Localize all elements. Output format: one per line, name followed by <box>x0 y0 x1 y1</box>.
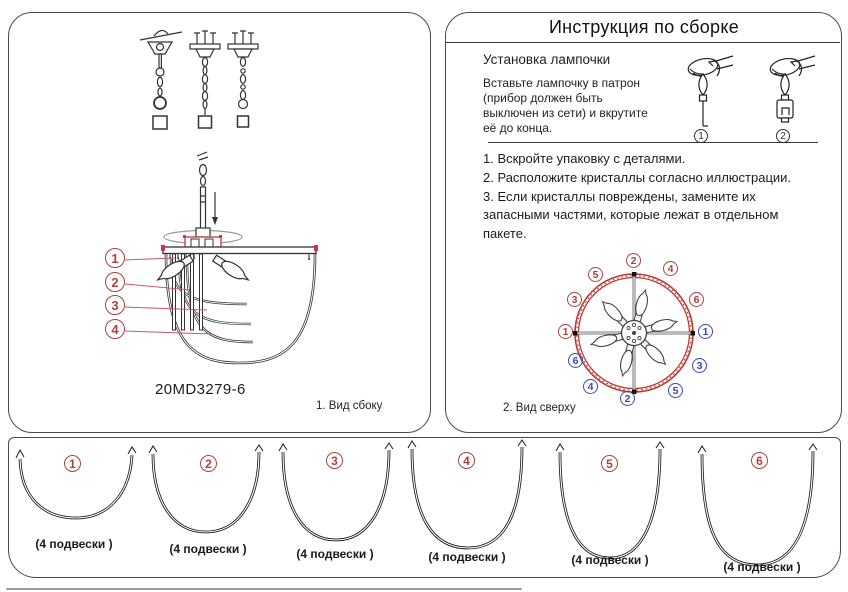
ring-number: 6 <box>689 292 704 307</box>
pendant-hook-5 <box>555 441 665 560</box>
scan-artifact-line <box>6 588 522 590</box>
ring-number: 2 <box>626 253 641 268</box>
bulb-icon <box>156 254 195 281</box>
side-view-caption: 1. Вид сбоку <box>316 400 383 412</box>
pendant-hook-3 <box>278 442 394 542</box>
ring-number: 1 <box>698 324 713 339</box>
bulb-section-body: Вставьте лампочку в патрон (прибор долже… <box>483 76 648 135</box>
step-3: 3. Если кристаллы повреждены, замените и… <box>483 188 779 242</box>
ring-number: 5 <box>588 267 603 282</box>
section-divider <box>488 142 818 143</box>
callout-number-1: 1 <box>105 248 125 268</box>
model-number: 20MD3279-6 <box>155 381 246 398</box>
ring-number: 5 <box>668 383 683 398</box>
step-2: 2. Расположите кристаллы согласно иллюст… <box>483 169 792 185</box>
hand-bulb-figure <box>687 55 816 127</box>
top-view-drawing <box>573 272 695 394</box>
bulb-cluster <box>589 288 679 378</box>
pendant-number-1: 1 <box>64 455 81 472</box>
pendant-hook-4 <box>407 439 527 550</box>
hand-icon <box>687 55 734 127</box>
figure-number-2: 2 <box>776 129 790 143</box>
pendant-number-4: 4 <box>458 452 475 469</box>
pendant-count-label: (4 подвески ) <box>296 547 374 561</box>
ceiling-mounts-drawing <box>139 29 259 130</box>
pendant-hook-1 <box>15 446 137 520</box>
ring-number: 2 <box>620 391 635 406</box>
pendant-count-label: (4 подвески ) <box>723 560 801 574</box>
pendant-count-label: (4 подвески ) <box>428 550 506 564</box>
ring-number: 6 <box>568 353 583 368</box>
callout-number-3: 3 <box>105 295 125 315</box>
pendant-count-label: (4 подвески ) <box>169 542 247 556</box>
pendant-number-6: 6 <box>751 452 768 469</box>
pendant-number-5: 5 <box>601 455 618 472</box>
figure-number-1: 1 <box>694 129 708 143</box>
pendant-hook-6 <box>697 443 818 567</box>
ring-number: 4 <box>663 261 678 276</box>
pendant-number-2: 2 <box>200 455 217 472</box>
assembly-instructions-panel <box>445 12 842 433</box>
pendant-count-label: (4 подвески ) <box>571 553 649 567</box>
top-view-caption: 2. Вид сверху <box>503 402 576 414</box>
ring-number: 1 <box>558 324 573 339</box>
side-view-panel <box>8 12 431 433</box>
bulb-icon <box>211 254 250 281</box>
bulb-section-heading: Установка лампочки <box>483 52 611 67</box>
pendant-number-3: 3 <box>326 452 343 469</box>
page-title: Инструкция по сборке <box>548 17 740 37</box>
title-divider <box>446 42 840 43</box>
side-view-drawing <box>124 151 318 365</box>
step-1: 1. Вскройте упаковку с деталями. <box>483 151 686 166</box>
hand-icon <box>769 55 816 123</box>
ring-number: 3 <box>692 358 707 373</box>
pendant-count-label: (4 подвески ) <box>35 537 113 551</box>
pendant-hook-2 <box>148 444 264 534</box>
callout-number-2: 2 <box>105 272 125 292</box>
callout-number-4: 4 <box>105 319 125 339</box>
assembly-steps: 1. Вскройте упаковку с деталями. 2. Расп… <box>483 150 823 244</box>
ring-number: 4 <box>583 379 598 394</box>
ring-number: 3 <box>567 292 582 307</box>
